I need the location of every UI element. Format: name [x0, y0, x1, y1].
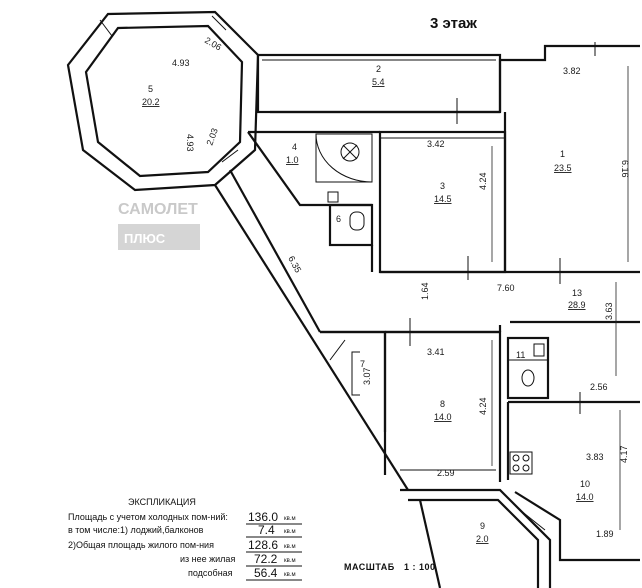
room-10-walls	[506, 392, 640, 562]
explication-row-unit: кв.м	[284, 544, 296, 550]
explication-table: ЭКСПЛИКАЦИЯ Площадь с учетом холодных по…	[68, 497, 302, 581]
scale-value: 1 : 100	[404, 562, 436, 572]
dimension-label: 4.24	[478, 397, 488, 415]
watermark: САМОЛЕТ ПЛЮС	[118, 201, 200, 250]
room-2-number: 2	[376, 64, 381, 74]
room-10-number: 10	[580, 479, 590, 489]
dimension-label: 7.60	[497, 283, 515, 293]
room-13-walls	[320, 245, 640, 376]
dimension-label: 4.17	[619, 445, 629, 463]
room-11-walls	[506, 336, 550, 400]
explication-row-value: 56.4	[254, 566, 278, 580]
dimension-label: 4.24	[478, 172, 488, 190]
watermark-line2: ПЛЮС	[124, 231, 166, 246]
room-3-number: 3	[440, 181, 445, 191]
room-4-area: 1.0	[286, 155, 299, 165]
room-2-area: 5.4	[372, 77, 385, 87]
room-3-area: 14.5	[434, 194, 452, 204]
explication-title: ЭКСПЛИКАЦИЯ	[128, 497, 196, 507]
slanted-wall	[214, 149, 409, 491]
room-1-area: 23.5	[554, 163, 572, 173]
room-11-number: 11	[516, 350, 525, 360]
explication-row-label: подсобная	[188, 568, 233, 578]
room-6-walls	[327, 191, 374, 247]
room-6-number: 6	[336, 214, 341, 224]
explication-row-label: Площадь с учетом холодных пом-ний:	[68, 512, 228, 522]
dimension-label: 2.59	[437, 468, 455, 478]
explication-row-label: 2)Общая площадь жилого пом-ния	[68, 540, 214, 550]
explication-row-value: 128.6	[248, 538, 278, 552]
room-5-area: 20.2	[142, 97, 160, 107]
dimension-label: 4.93	[185, 134, 195, 152]
room-8-number: 8	[440, 399, 445, 409]
room-1-number: 1	[560, 149, 565, 159]
room-8-area: 14.0	[434, 412, 452, 422]
room-8-walls	[383, 330, 502, 482]
room-10-area: 14.0	[576, 492, 594, 502]
explication-row-value: 136.0	[248, 510, 278, 524]
dimension-label: 6.16	[620, 160, 630, 178]
room-9-walls	[400, 488, 552, 588]
watermark-line1: САМОЛЕТ	[118, 201, 198, 218]
room-9-number: 9	[480, 521, 485, 531]
dimension-label: 3.41	[427, 347, 445, 357]
dimension-label: 2.56	[590, 382, 608, 392]
dimension-label: 3.07	[362, 367, 372, 385]
room-5-walls	[66, 10, 260, 192]
dimension-label: 6.35	[286, 254, 303, 274]
room-labels: 5 20.2 2 5.4 1 23.5 3 14.5 4 1.0 6 13 28…	[142, 64, 594, 544]
floor-title: 3 этаж	[430, 15, 477, 32]
dimension-label: 1.89	[596, 529, 614, 539]
room-13-number: 13	[572, 288, 582, 298]
room-4-number: 4	[292, 142, 297, 152]
explication-row-unit: кв.м	[284, 516, 296, 522]
dimension-label: 2.03	[204, 127, 219, 147]
scale-label: МАСШТАБ	[344, 562, 395, 572]
room-13-area: 28.9	[568, 300, 586, 310]
explication-row-unit: кв.м	[284, 572, 296, 578]
dimension-labels: 2.06 4.93 4.93 2.03 3.82 6.16 3.42 4.24 …	[172, 35, 630, 539]
dimension-label: 3.82	[563, 66, 581, 76]
explication-row-value: 7.4	[258, 523, 275, 537]
watermark-box	[118, 224, 200, 250]
scale-note: МАСШТАБ 1 : 100	[344, 562, 436, 572]
dimension-label: 1.64	[420, 282, 430, 300]
room-2-walls	[256, 53, 502, 124]
room-5-number: 5	[148, 84, 153, 94]
explication-row-value: 72.2	[254, 552, 278, 566]
explication-row-label: из нее жилая	[180, 554, 235, 564]
room-3-walls	[378, 130, 507, 280]
dimension-label: 4.93	[172, 58, 190, 68]
room-4-walls	[247, 130, 380, 207]
dimension-label: 3.83	[586, 452, 604, 462]
room-7-walls	[320, 330, 387, 432]
room-7-number: 7	[360, 359, 365, 369]
room-9-area: 2.0	[476, 534, 489, 544]
explication-row-unit: кв.м	[284, 529, 296, 535]
dimension-label: 3.63	[604, 302, 614, 320]
room-1-walls	[498, 42, 640, 272]
explication-row-unit: кв.м	[284, 558, 296, 564]
dimension-label: 3.42	[427, 139, 445, 149]
explication-row-label: в том числе:1) лоджий,балконов	[68, 525, 204, 535]
